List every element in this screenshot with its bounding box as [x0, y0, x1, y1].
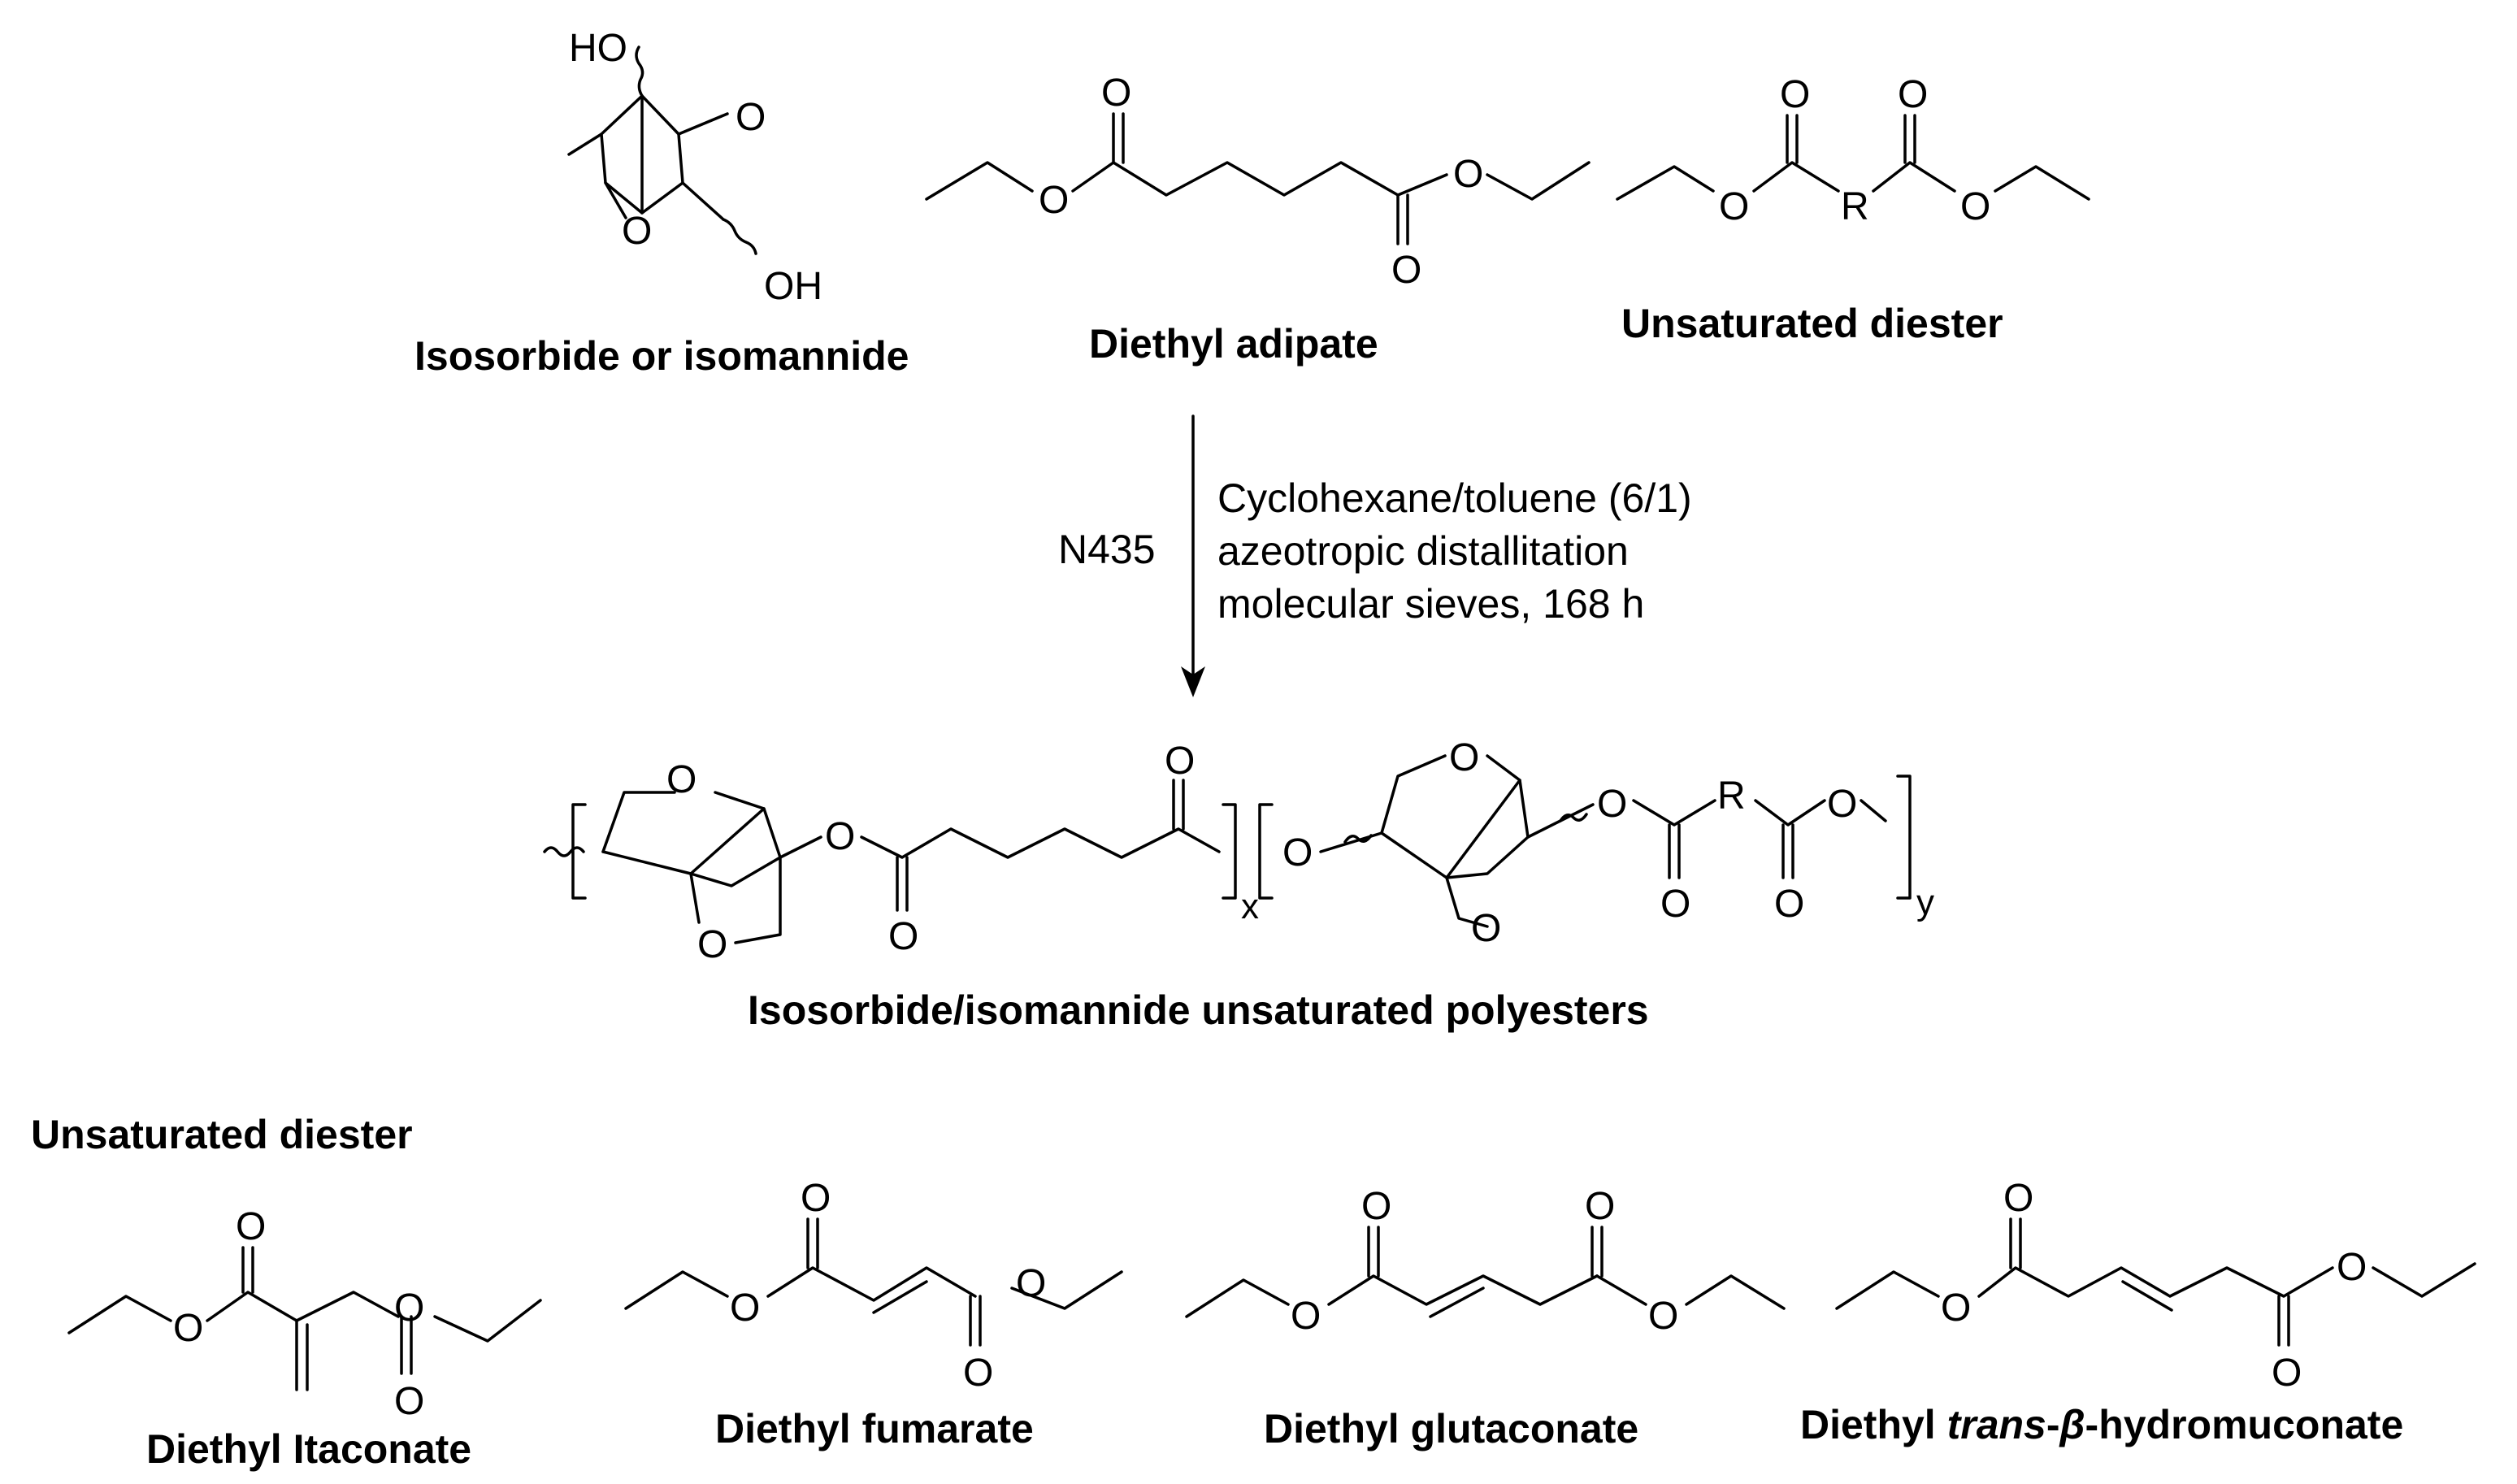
- unsaturated-diester-section-title: Unsaturated diester: [31, 1112, 413, 1157]
- repeat-x-subscript: x: [1241, 887, 1259, 926]
- isosorbide-label: Isosorbide or isomannide: [414, 333, 909, 379]
- carbonyl-oxygen: O: [801, 1177, 831, 1220]
- diethyl-hydromuconate-structure: O O O O: [1835, 1177, 2476, 1395]
- ester-oxygen: O: [1941, 1287, 1971, 1330]
- carbonyl-oxygen: O: [1585, 1185, 1615, 1228]
- ester-oxygen: O: [1648, 1295, 1678, 1338]
- catalyst-label: N435: [1058, 527, 1156, 572]
- ester-oxygen: O: [1960, 185, 1990, 228]
- carbonyl-oxygen: O: [963, 1352, 993, 1395]
- carbonyl-oxygen: O: [1165, 740, 1195, 783]
- condition-line-1: Cyclohexane/toluene (6/1): [1217, 475, 1692, 521]
- ring-oxygen: O: [1449, 736, 1479, 779]
- hydroxyl-label: OH: [764, 265, 822, 308]
- diethyl-adipate-label: Diethyl adipate: [1089, 321, 1378, 367]
- carbonyl-oxygen: O: [1101, 72, 1131, 115]
- polyester-structure: O O O O O x O O O O R O O O y: [543, 736, 1934, 966]
- ester-oxygen: O: [1597, 783, 1627, 826]
- carbonyl-oxygen: O: [1660, 883, 1690, 926]
- polyester-label: Isosorbide/isomannide unsaturated polyes…: [748, 987, 1649, 1033]
- ester-oxygen: O: [394, 1287, 424, 1330]
- unsaturated-diester-label: Unsaturated diester: [1621, 301, 2003, 346]
- ring-oxygen: O: [622, 210, 652, 253]
- ester-oxygen: O: [1827, 783, 1857, 826]
- repeat-y-subscript: y: [1916, 883, 1934, 922]
- hydromuconate-beta: β: [2059, 1402, 2085, 1447]
- ester-oxygen: O: [1039, 179, 1069, 222]
- ester-oxygen: O: [1453, 153, 1483, 196]
- reaction-arrow: [1181, 414, 1205, 697]
- ester-oxygen: O: [1016, 1262, 1046, 1305]
- carbonyl-oxygen: O: [1774, 883, 1804, 926]
- hydromuconate-trans: trans: [1947, 1402, 2046, 1447]
- ring-oxygen: O: [736, 96, 766, 139]
- hydromuconate-prefix: Diethyl: [1800, 1402, 1947, 1447]
- unsaturated-diester-structure: O O O R O: [1616, 73, 2090, 228]
- ring-oxygen: O: [1471, 907, 1501, 950]
- ring-oxygen: O: [666, 758, 697, 801]
- r-group-label: R: [1717, 775, 1746, 818]
- carbonyl-oxygen: O: [1361, 1185, 1391, 1228]
- diethyl-fumarate-structure: O O O O: [624, 1177, 1123, 1395]
- carbonyl-oxygen: O: [2272, 1352, 2302, 1395]
- ester-oxygen: O: [173, 1307, 203, 1350]
- isosorbide-structure: HO O O OH: [567, 27, 822, 308]
- carbonyl-oxygen: O: [394, 1380, 424, 1423]
- carbonyl-oxygen: O: [1780, 73, 1810, 116]
- diethyl-glutaconate-structure: O O O O: [1185, 1185, 1786, 1338]
- diethyl-adipate-structure: O O O O: [925, 72, 1590, 292]
- hydroxyl-label: HO: [569, 27, 627, 70]
- hydromuconate-suffix: -hydromuconate: [2085, 1402, 2404, 1447]
- condition-line-2: azeotropic distallitation: [1217, 528, 1629, 574]
- carbonyl-oxygen: O: [1898, 73, 1928, 116]
- condition-line-3: molecular sieves, 168 h: [1217, 581, 1644, 627]
- ester-oxygen: O: [2337, 1246, 2367, 1289]
- carbonyl-oxygen: O: [888, 915, 918, 958]
- diethyl-fumarate-label: Diethyl fumarate: [715, 1406, 1034, 1451]
- hydromuconate-dash: -: [2046, 1402, 2060, 1447]
- carbonyl-oxygen: O: [236, 1205, 266, 1248]
- ester-oxygen: O: [825, 815, 855, 858]
- ester-oxygen: O: [1282, 831, 1313, 874]
- diethyl-glutaconate-label: Diethyl glutaconate: [1264, 1406, 1638, 1451]
- ester-oxygen: O: [1719, 185, 1749, 228]
- diethyl-itaconate-label: Diethyl Itaconate: [146, 1426, 471, 1472]
- diethyl-hydromuconate-label: Diethyl trans-β-hydromuconate: [1800, 1402, 2403, 1447]
- carbonyl-oxygen: O: [2003, 1177, 2033, 1220]
- ester-oxygen: O: [1291, 1295, 1321, 1338]
- carbonyl-oxygen: O: [1391, 249, 1421, 292]
- ring-oxygen: O: [697, 923, 727, 966]
- diethyl-itaconate-structure: O O O O: [67, 1205, 542, 1423]
- r-group-label: R: [1841, 185, 1869, 228]
- ester-oxygen: O: [730, 1287, 760, 1330]
